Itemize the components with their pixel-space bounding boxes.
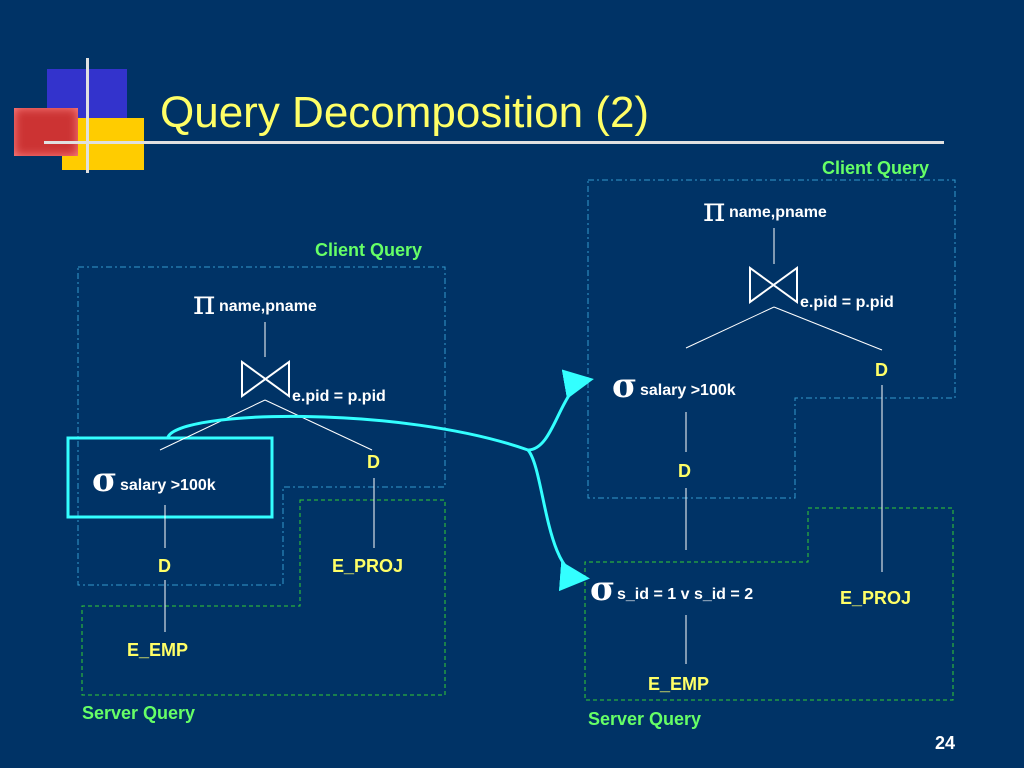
left-client-query-label: Client Query [315,240,423,260]
left-join-icon [241,360,290,398]
right-server-sigma-symbol: σ [590,569,616,609]
left-server-query-label: Server Query [82,703,196,723]
right-relation-emp: E_EMP [648,674,710,694]
right-join-condition: e.pid = p.pid [800,294,894,311]
left-projection-attrs: name,pname [219,298,317,315]
move-arrow-path [166,414,529,452]
right-server-region [584,507,954,701]
left-d-right: D [367,452,380,472]
right-client-region [587,179,956,499]
right-projection-attrs: name,pname [729,204,827,221]
left-relation-proj: E_PROJ [332,556,404,576]
right-selection-condition: salary >100k [640,382,736,399]
page-number: 24 [935,733,956,753]
arrow-to-server-selection [526,449,590,592]
right-join-icon [749,266,798,304]
left-pi-symbol: π [193,283,216,323]
logo-vertical-line [86,58,89,173]
left-sigma-symbol: σ [92,460,118,500]
right-pi-symbol: π [703,190,726,230]
right-d-right: D [875,360,888,380]
left-relation-emp: E_EMP [127,640,189,660]
left-join-condition: e.pid = p.pid [292,388,386,405]
left-client-region [77,266,446,586]
right-relation-proj: E_PROJ [840,588,912,608]
left-selection-condition: salary >100k [120,477,216,494]
left-server-region [81,499,446,696]
right-client-query-label: Client Query [822,158,930,178]
slide-title: Query Decomposition (2) [160,88,650,137]
title-underline [44,141,944,144]
left-selection-highlight [66,436,274,519]
left-d-left: D [158,556,171,576]
right-sigma-symbol: σ [612,366,638,406]
right-d-left: D [678,461,691,481]
arrow-to-client-selection [527,369,594,452]
right-server-query-label: Server Query [588,709,702,729]
right-server-selection-condition: s_id = 1 v s_id = 2 [617,586,754,603]
logo-red-square [14,108,78,156]
